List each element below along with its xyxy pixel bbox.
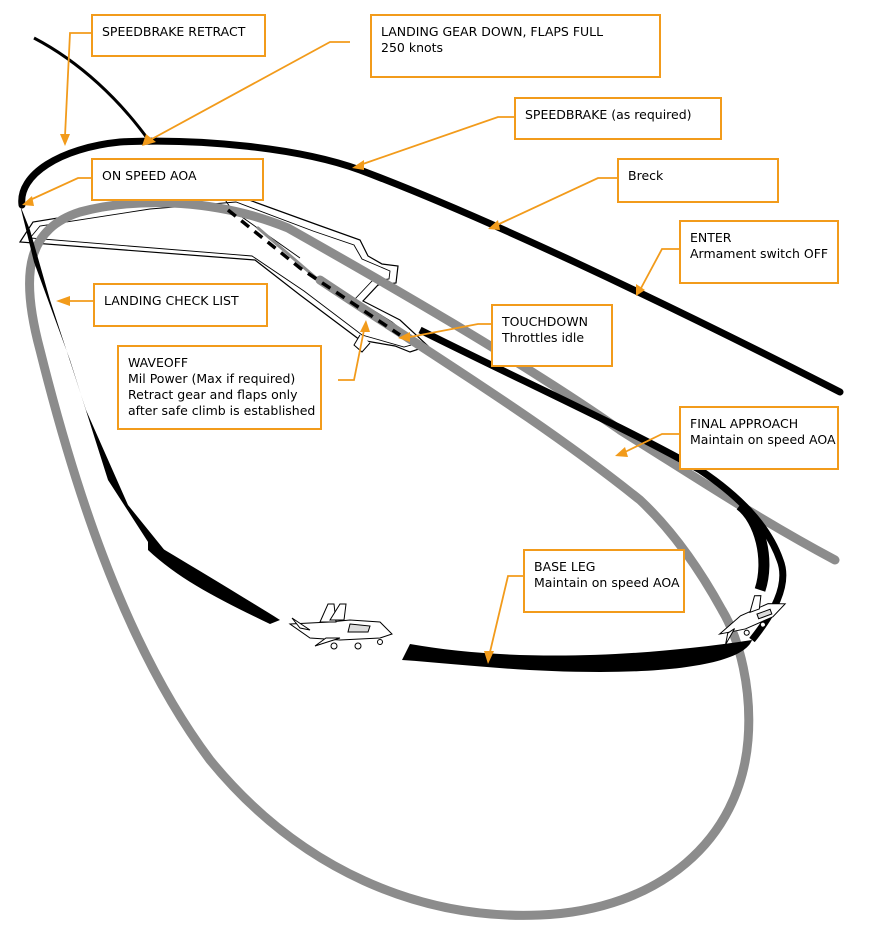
initial-approach-leg (33, 36, 152, 143)
base-leg (402, 640, 752, 672)
upwind-leg (18, 137, 844, 396)
callout-line: after safe climb is established (128, 403, 316, 418)
waveoff-pattern (25, 198, 840, 920)
callout-line: LANDING GEAR DOWN, FLAPS FULL (381, 24, 604, 39)
landing-pattern (18, 36, 844, 672)
callout-enter: ENTER Armament switch OFF (679, 220, 839, 284)
callout-speedbrake-required: SPEEDBRAKE (as required) (514, 97, 722, 140)
callout-breck: Breck (617, 158, 779, 203)
callout-line: FINAL APPROACH (690, 416, 799, 431)
callout-line: Throttles idle (502, 330, 585, 345)
base-turn-a (148, 540, 280, 624)
callout-line: SPEEDBRAKE RETRACT (102, 24, 246, 39)
callout-line: WAVEOFF (128, 355, 189, 370)
callout-line: LANDING CHECK LIST (104, 293, 239, 308)
callout-line: TOUCHDOWN (502, 314, 588, 329)
callout-line: Breck (628, 168, 664, 183)
callout-speedbrake-retract: SPEEDBRAKE RETRACT (91, 14, 266, 57)
callout-line: Mil Power (Max if required) (128, 371, 296, 386)
callout-landing-gear-flaps: LANDING GEAR DOWN, FLAPS FULL 250 knots (370, 14, 661, 78)
fighter-jet-icon (288, 603, 393, 650)
callout-line: Maintain on speed AOA (690, 432, 836, 447)
callout-waveoff: WAVEOFF Mil Power (Max if required) Retr… (117, 345, 322, 430)
callout-line: ENTER (690, 230, 732, 245)
callout-line: Retract gear and flaps only (128, 387, 298, 402)
callout-line: ON SPEED AOA (102, 168, 197, 183)
callout-line: SPEEDBRAKE (as required) (525, 107, 692, 122)
callout-line: BASE LEG (534, 559, 596, 574)
callout-on-speed-aoa: ON SPEED AOA (91, 158, 264, 201)
callout-line: Armament switch OFF (690, 246, 829, 261)
fighter-jet-icon (717, 595, 787, 645)
callout-line: Maintain on speed AOA (534, 575, 680, 590)
final-turn-outer (736, 500, 770, 592)
final-turn (418, 326, 787, 643)
callout-final-approach: FINAL APPROACH Maintain on speed AOA (679, 406, 839, 470)
callout-touchdown: TOUCHDOWN Throttles idle (491, 304, 613, 367)
callout-line: 250 knots (381, 40, 444, 55)
leader-lines (22, 32, 680, 664)
callout-landing-check-list: LANDING CHECK LIST (93, 283, 268, 327)
glideslope (226, 208, 401, 337)
callout-base-leg: BASE LEG Maintain on speed AOA (523, 549, 685, 613)
